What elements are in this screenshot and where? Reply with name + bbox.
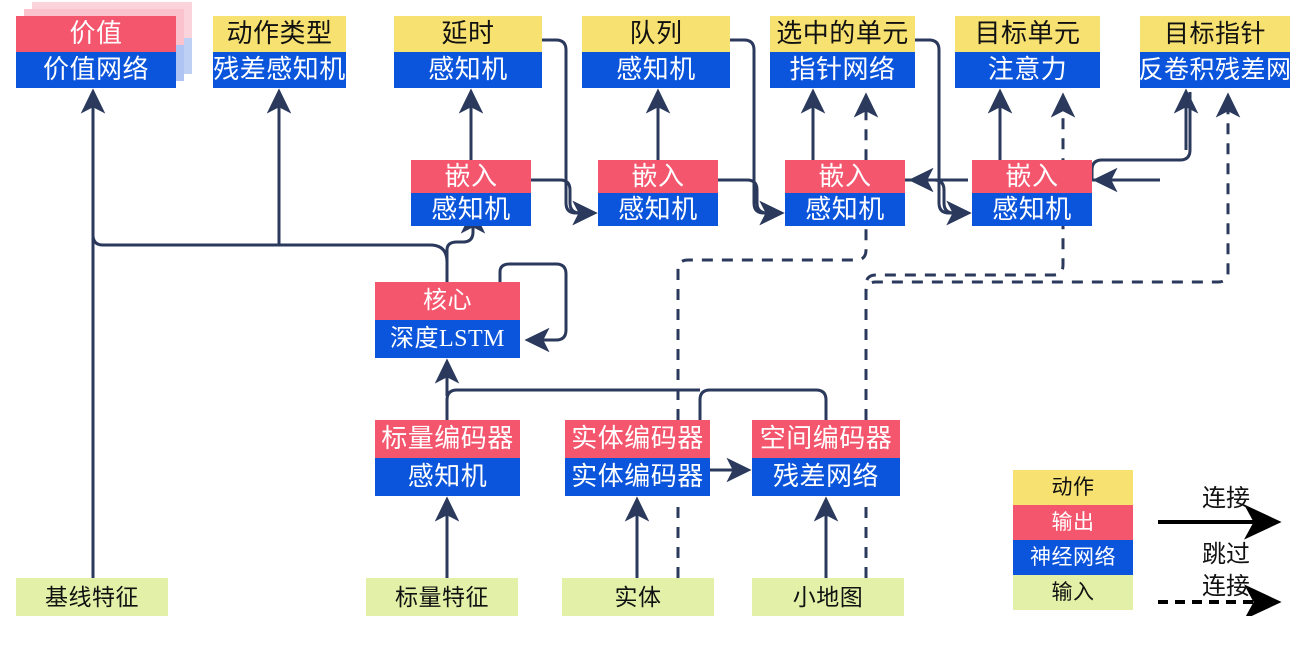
node-action_type-subtitle: 残差感知机 [213,52,346,88]
edge-targetpointer-to-embed4 [1090,92,1192,180]
node-scalar_enc-title: 标量编码器 [375,420,520,458]
node-entity_enc[interactable]: 实体编码器实体编码器 [565,420,710,496]
node-body: 嵌入感知机 [598,160,718,226]
node-delay[interactable]: 延时感知机 [394,16,542,88]
legend-action: 动作 [1013,470,1133,505]
node-body: 选中的单元指针网络 [770,16,915,88]
legend-output: 输出 [1013,505,1133,540]
node-body: 嵌入感知机 [785,160,905,226]
edge-embed3-to-embed4 [905,178,972,226]
skip-spatialenc-to-targetpointer [864,92,1241,420]
skip-entityenc-to-selected [676,92,879,420]
node-target_unit-subtitle: 注意力 [955,52,1100,88]
edge-encoderbus-to-core [698,388,828,420]
edge-embed1-to-embed2 [531,178,598,226]
node-value-subtitle: 价值网络 [16,52,176,88]
node-queued-subtitle: 感知机 [582,52,730,88]
node-embed2-title: 嵌入 [598,160,718,193]
node-value[interactable]: 价值价值网络 [16,2,192,88]
node-embed1-title: 嵌入 [411,160,531,193]
node-entity_enc-subtitle: 实体编码器 [565,458,710,496]
node-target_point-subtitle: 反卷积残差网 [1139,52,1291,88]
input-scalar_feat[interactable]: 标量特征 [366,578,518,616]
node-queued[interactable]: 队列感知机 [582,16,730,88]
legend-input: 输入 [1013,575,1133,610]
node-body: 标量编码器感知机 [375,420,520,496]
node-embed1-subtitle: 感知机 [411,193,531,226]
node-body: 核心深度LSTM [375,282,520,358]
node-value-title: 价值 [16,16,176,52]
legend-swatch-stack: 动作输出神经网络输入 [1013,470,1133,610]
node-body: 嵌入感知机 [972,160,1092,226]
node-embed3-title: 嵌入 [785,160,905,193]
node-selected-title: 选中的单元 [770,16,915,52]
edge-embed2-to-embed3 [718,178,785,226]
node-core-subtitle: 深度LSTM [375,320,520,358]
node-embed3-subtitle: 感知机 [785,193,905,226]
node-spatial_enc[interactable]: 空间编码器残差网络 [752,420,900,496]
node-body: 延时感知机 [394,16,542,88]
node-body: 目标单元注意力 [955,16,1100,88]
node-selected-subtitle: 指针网络 [770,52,915,88]
node-embed4[interactable]: 嵌入感知机 [972,160,1092,226]
node-embed2-subtitle: 感知机 [598,193,718,226]
node-body: 空间编码器残差网络 [752,420,900,496]
input-minimap[interactable]: 小地图 [752,578,904,616]
node-embed3[interactable]: 嵌入感知机 [785,160,905,226]
node-action_type[interactable]: 动作类型残差感知机 [213,16,346,88]
node-queued-title: 队列 [582,16,730,52]
node-body: 队列感知机 [582,16,730,88]
node-core-title: 核心 [375,282,520,320]
node-body: 动作类型残差感知机 [213,16,346,88]
node-spatial_enc-title: 空间编码器 [752,420,900,458]
edge-delay-to-embed1-feedback [542,38,568,140]
node-body: 实体编码器实体编码器 [565,420,710,496]
node-target_unit[interactable]: 目标单元注意力 [955,16,1100,88]
node-core[interactable]: 核心深度LSTM [375,282,520,358]
input-entities[interactable]: 实体 [562,578,714,616]
node-delay-subtitle: 感知机 [394,52,542,88]
node-embed1[interactable]: 嵌入感知机 [411,160,531,226]
node-body: 价值价值网络 [16,16,176,88]
node-body: 目标指针反卷积残差网 [1139,16,1291,88]
node-scalar_enc-subtitle: 感知机 [375,458,520,496]
legend-skip-label-line1: 跳过 [1202,542,1250,568]
node-target_unit-title: 目标单元 [955,16,1100,52]
skip-spatialenc-to-targetunit [864,92,1076,420]
legend-skip-label-line2: 连接 [1202,574,1250,600]
node-body: 嵌入感知机 [411,160,531,226]
node-embed4-title: 嵌入 [972,160,1092,193]
edge-core-to-topbus [91,210,449,282]
edge-queued-to-embed2-feedback [730,38,756,140]
node-entity_enc-title: 实体编码器 [565,420,710,458]
input-baseline_feat[interactable]: 基线特征 [16,578,168,616]
legend-network: 神经网络 [1013,540,1133,575]
node-selected[interactable]: 选中的单元指针网络 [770,16,915,88]
node-scalar_enc[interactable]: 标量编码器感知机 [375,420,520,496]
node-delay-title: 延时 [394,16,542,52]
edge-encoderbus-line [445,388,700,420]
edge-selected-feedback-into-embed4 [937,140,972,226]
node-target_point[interactable]: 目标指针反卷积残差网 [1139,16,1291,88]
node-embed4-subtitle: 感知机 [972,193,1092,226]
edge-selected-to-embed3-feedback [915,38,941,140]
edge-queued-feedback-into-embed3 [752,140,785,226]
node-action_type-title: 动作类型 [213,16,346,52]
node-embed2[interactable]: 嵌入感知机 [598,160,718,226]
legend-arrow-layer [1158,504,1282,616]
legend-connect-label: 连接 [1202,486,1250,512]
edge-delay-feedback-into-embed2 [564,140,598,226]
node-target_point-title: 目标指针 [1140,16,1290,52]
node-spatial_enc-subtitle: 残差网络 [752,458,900,496]
